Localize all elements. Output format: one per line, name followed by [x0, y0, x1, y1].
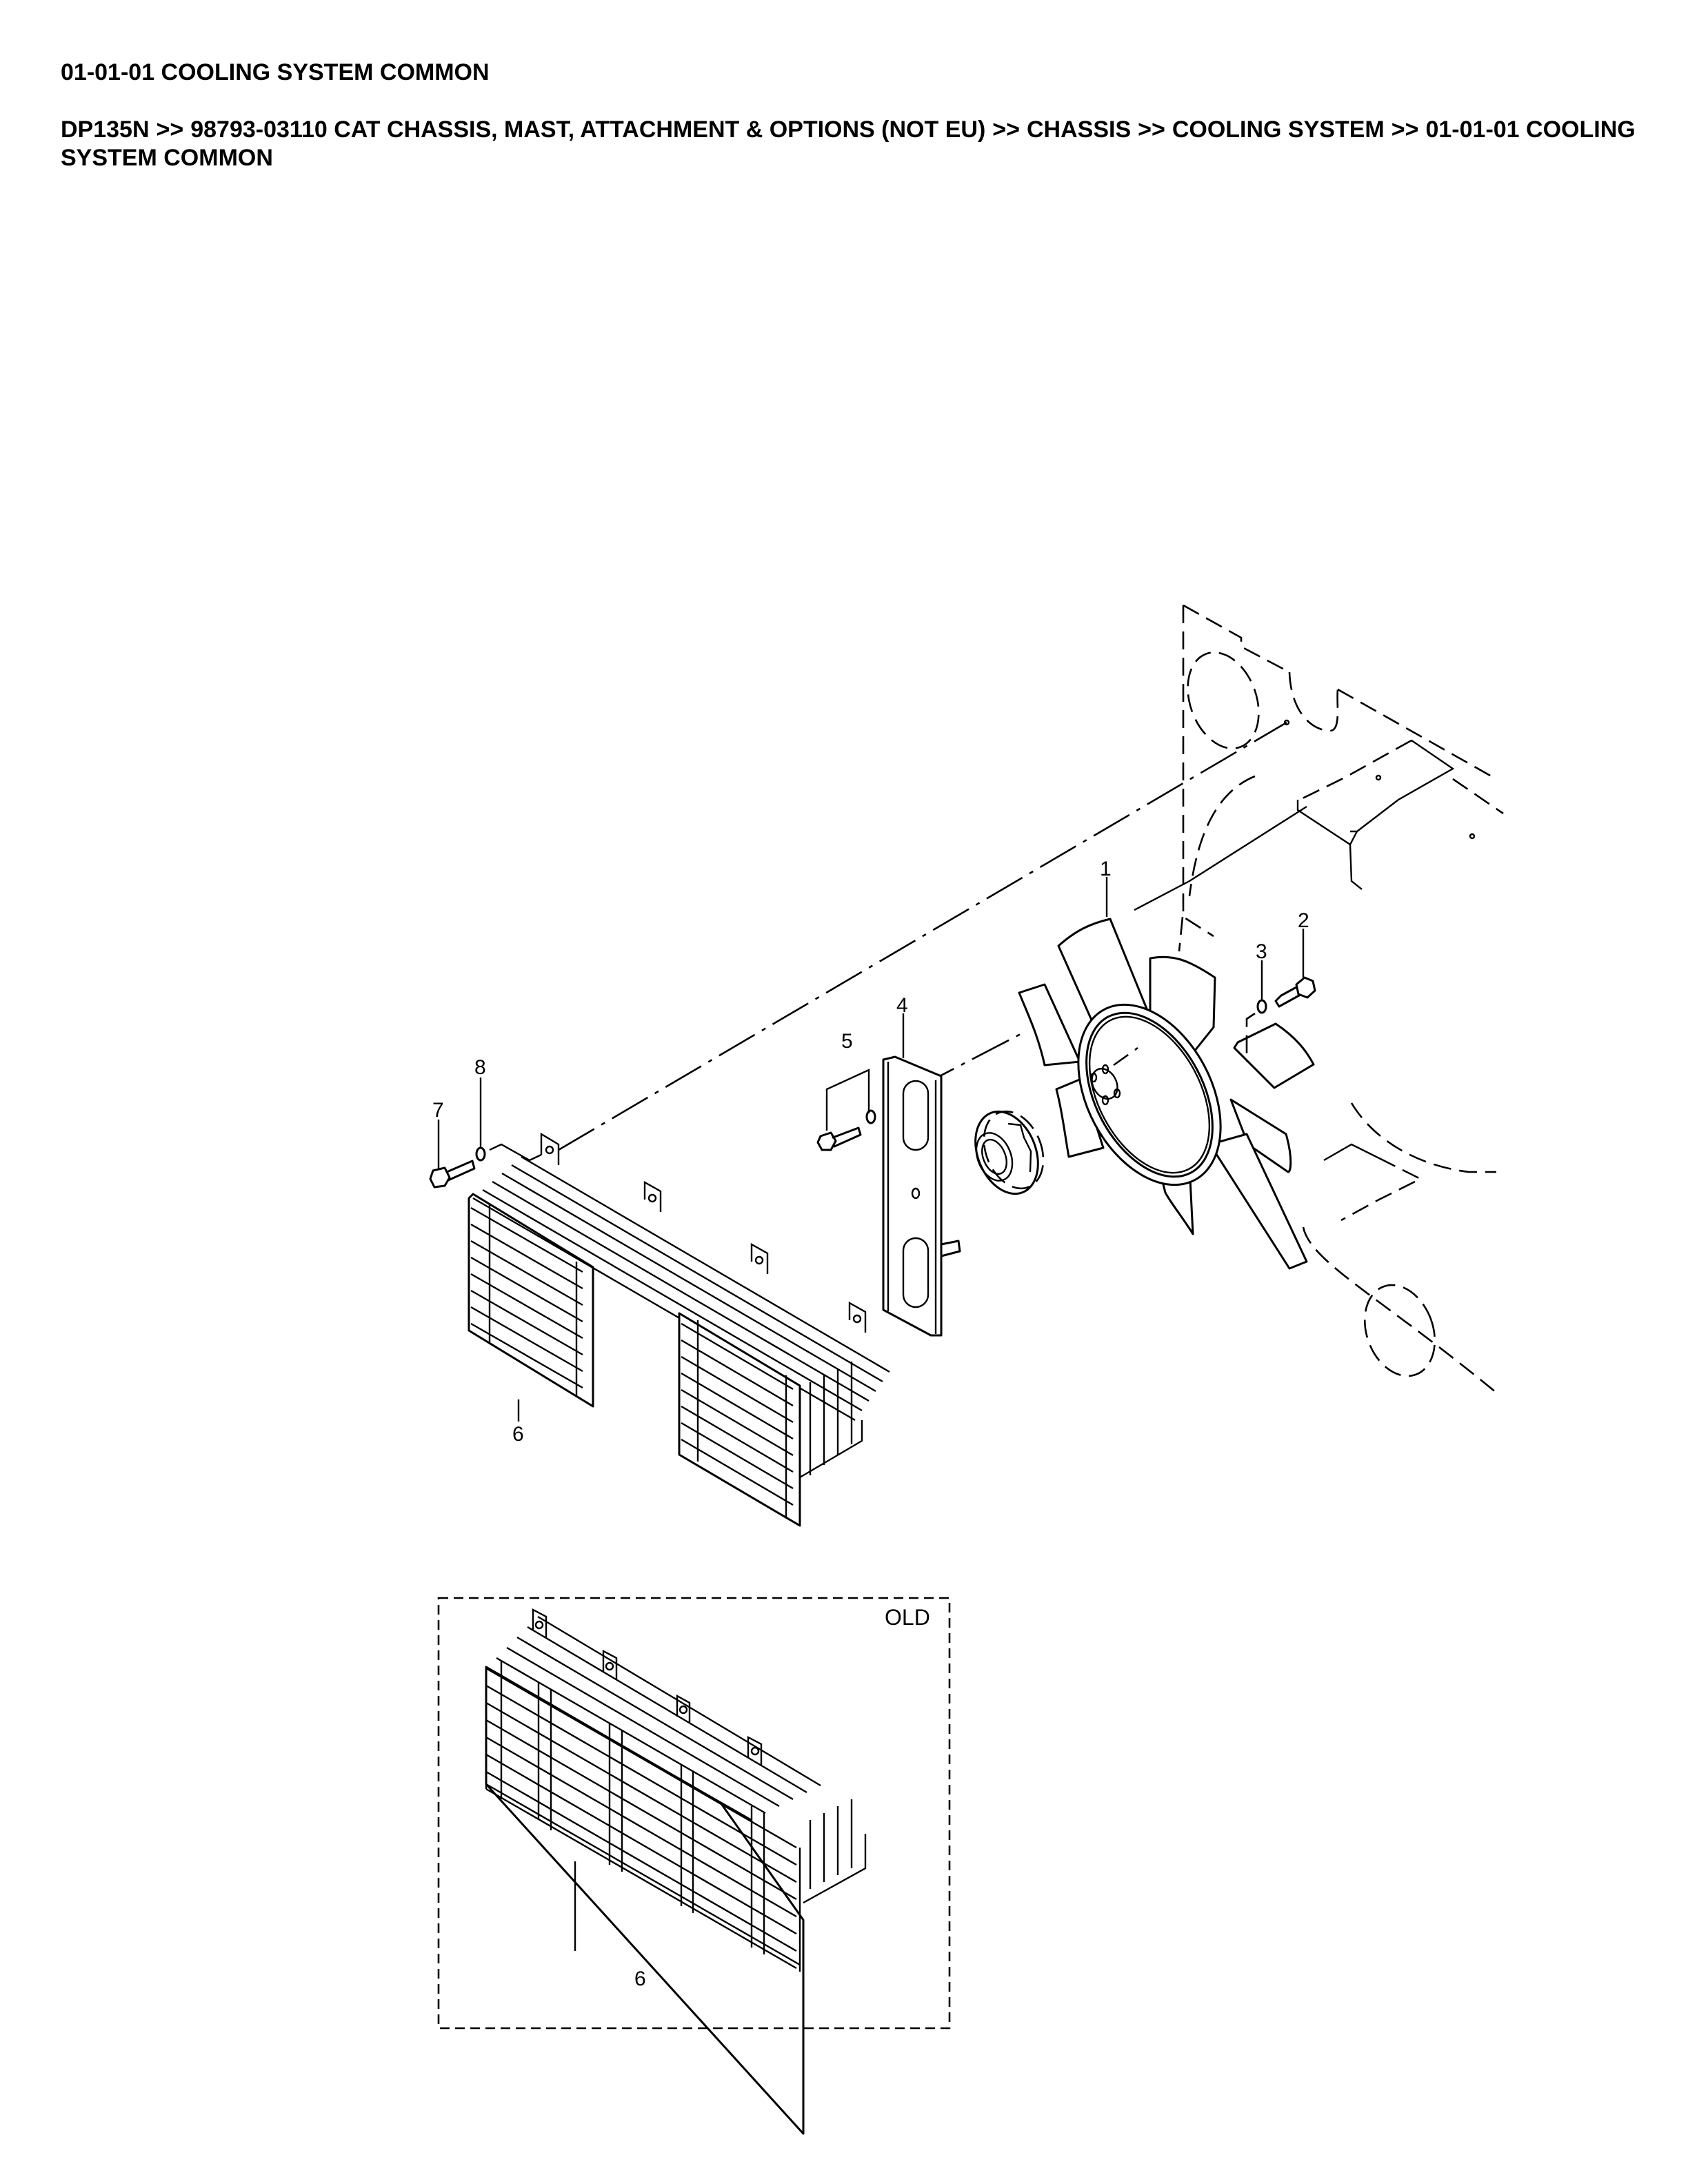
breadcrumb-separator: >>	[1138, 117, 1165, 143]
fan-guard-old-part-6[interactable]	[485, 1608, 867, 2135]
bolt-set-part-5[interactable]	[816, 1069, 876, 1151]
breadcrumb-item-current: 01-01-01 COOLING SYSTEM COMMON	[61, 117, 1636, 171]
callout-7[interactable]: 7	[432, 1099, 444, 1122]
breadcrumb-separator: >>	[1391, 117, 1419, 143]
fan-part[interactable]	[1018, 918, 1315, 1270]
bracket-part-4[interactable]	[882, 1055, 961, 1337]
breadcrumb-item-cooling-system[interactable]: COOLING SYSTEM	[1172, 117, 1385, 143]
breadcrumb-separator: >>	[156, 117, 184, 143]
alignment-line	[558, 721, 1287, 1151]
callout-5[interactable]: 5	[841, 1030, 853, 1053]
breadcrumb-item-catalog[interactable]: 98793-03110 CAT CHASSIS, MAST, ATTACHMEN…	[190, 117, 986, 143]
old-label: OLD	[885, 1605, 930, 1630]
bolt-part-2[interactable]	[1274, 976, 1316, 1008]
callout-4[interactable]: 4	[896, 994, 908, 1017]
page-title: 01-01-01 COOLING SYSTEM COMMON	[61, 59, 490, 85]
engine-block-outline	[1134, 604, 1504, 1394]
callout-leaders	[437, 877, 1305, 1169]
callout-6[interactable]: 6	[512, 1423, 524, 1446]
breadcrumb-separator: >>	[992, 117, 1020, 143]
breadcrumb-item-model[interactable]: DP135N	[61, 117, 150, 143]
breadcrumb-item-chassis[interactable]: CHASSIS	[1026, 117, 1132, 143]
bolt-part-7[interactable]	[429, 1160, 476, 1189]
callout-2[interactable]: 2	[1298, 909, 1309, 932]
washer-part-8[interactable]	[475, 1143, 542, 1162]
pulley-spacer	[974, 1110, 1045, 1195]
fan-guard-part-6[interactable]	[468, 1132, 890, 1527]
callout-3[interactable]: 3	[1256, 940, 1267, 963]
breadcrumb: DP135N>>98793-03110 CAT CHASSIS, MAST, A…	[61, 116, 1647, 172]
callout-1[interactable]: 1	[1100, 858, 1112, 880]
callout-6-old[interactable]: 6	[634, 1968, 646, 1990]
callout-8[interactable]: 8	[474, 1056, 486, 1079]
old-part-box: OLD	[437, 1597, 951, 2135]
